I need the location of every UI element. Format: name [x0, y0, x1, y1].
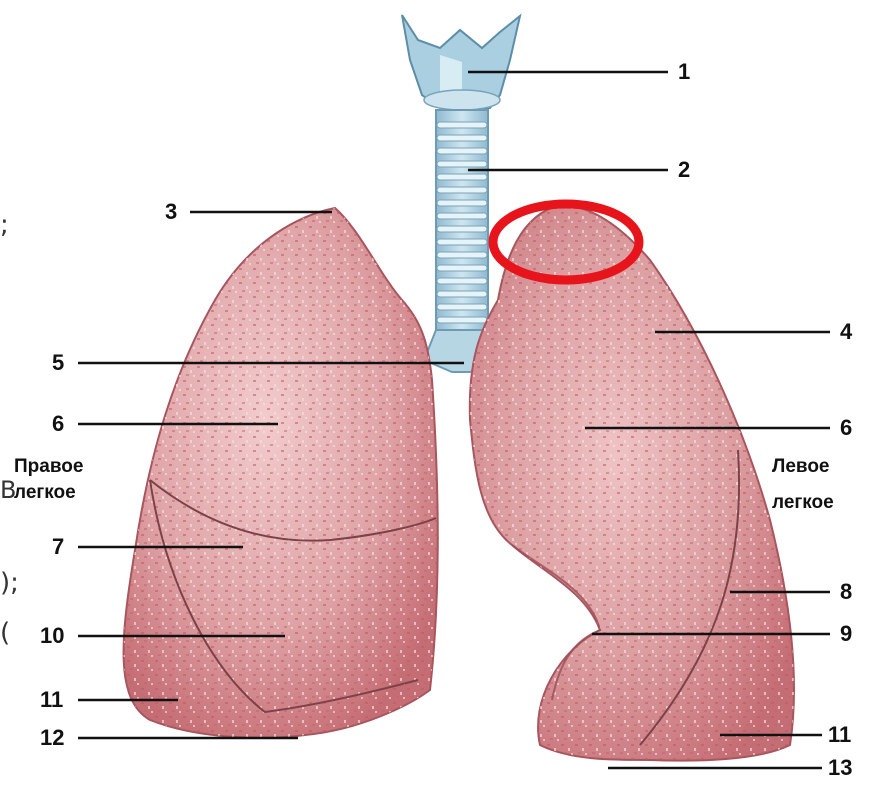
- label-13: 13: [828, 757, 852, 779]
- tracheal-ring: [437, 239, 487, 245]
- edge-fragment-2: В: [0, 478, 16, 502]
- right-lung-title-line1: Правое: [14, 454, 83, 480]
- edge-fragment-3: );: [0, 570, 19, 596]
- label-4: 4: [840, 321, 852, 343]
- tracheal-rings: [437, 122, 487, 336]
- left-lung-title: Левое легкое: [772, 454, 834, 515]
- left-lung-title-line2: легкое: [772, 490, 834, 516]
- tracheal-ring: [437, 200, 487, 206]
- label-3: 3: [165, 201, 177, 223]
- label-11-right-lung: 11: [40, 689, 63, 711]
- tracheal-ring: [437, 135, 487, 141]
- edge-fragment-4: (: [0, 620, 10, 646]
- tracheal-ring: [437, 278, 487, 284]
- label-10: 10: [40, 625, 64, 647]
- tracheal-ring: [437, 148, 487, 154]
- tracheal-ring: [437, 252, 487, 258]
- label-11-left-lung: 11: [828, 724, 851, 746]
- label-6-left-lung: 6: [840, 417, 852, 439]
- tracheal-ring: [437, 174, 487, 180]
- tracheal-ring: [437, 304, 487, 310]
- left-lung-title-line1: Левое: [772, 454, 834, 480]
- right-lung: [124, 208, 438, 738]
- tracheal-ring: [437, 265, 487, 271]
- right-lung-title-line2: легкое: [14, 480, 83, 506]
- tracheal-ring: [437, 291, 487, 297]
- tracheal-ring: [437, 226, 487, 232]
- label-2: 2: [678, 159, 690, 181]
- tracheal-ring: [437, 213, 487, 219]
- label-5: 5: [52, 352, 64, 374]
- right-lung-title: Правое легкое: [14, 454, 83, 505]
- label-12: 12: [40, 727, 64, 749]
- label-9: 9: [840, 623, 852, 645]
- left-lung: [470, 205, 794, 761]
- label-6-right-lung: 6: [52, 413, 64, 435]
- tracheal-ring: [437, 187, 487, 193]
- tracheal-ring: [437, 122, 487, 128]
- label-1: 1: [678, 61, 690, 83]
- label-8: 8: [840, 581, 852, 603]
- tracheal-ring: [437, 317, 487, 323]
- edge-fragment-1: ;: [0, 212, 9, 238]
- larynx: [402, 15, 520, 110]
- tracheal-ring: [437, 161, 487, 167]
- label-7: 7: [52, 536, 64, 558]
